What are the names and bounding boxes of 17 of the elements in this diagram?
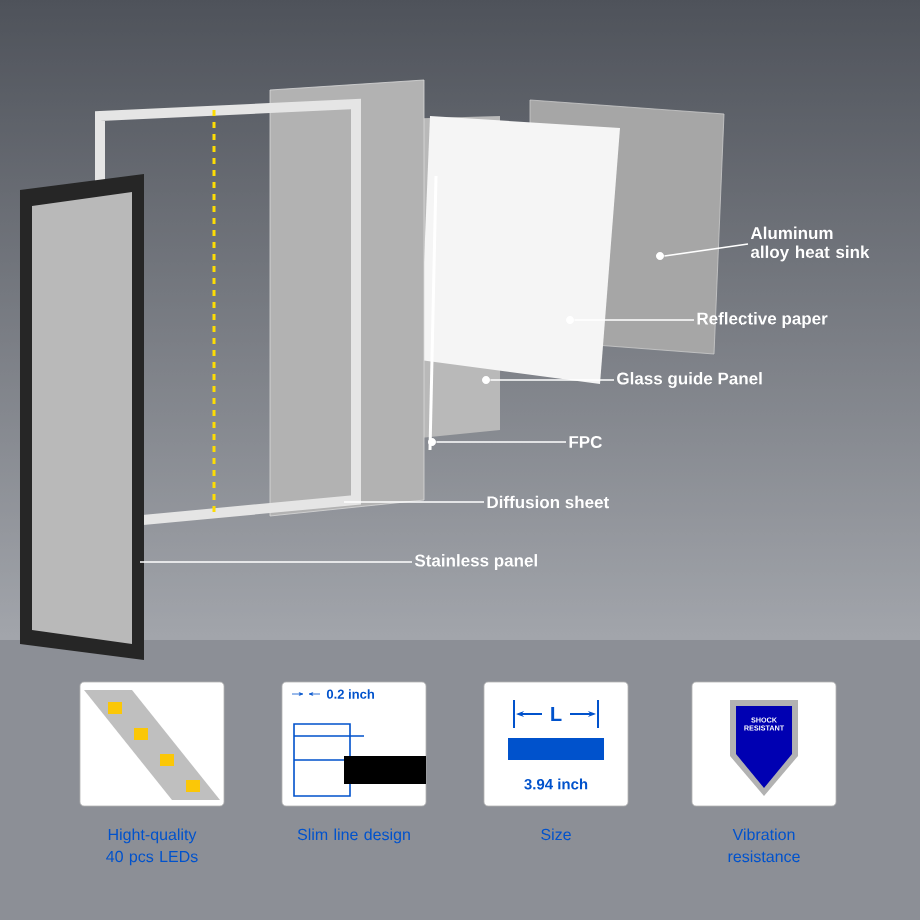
feature-label: Slim line design xyxy=(297,828,410,844)
part-label: Glass guide Panel xyxy=(617,372,762,388)
led-strip-picture xyxy=(79,681,225,807)
part-label: Diffusion sheet xyxy=(487,495,609,509)
leader-line xyxy=(343,501,485,503)
feature-label: Vibration resistance xyxy=(728,828,800,863)
leader-line xyxy=(435,441,567,443)
part-label: Aluminum alloy heat sink xyxy=(750,226,870,262)
part-label: Stainless panel xyxy=(414,554,537,570)
feature-label: Hight-quality 40 pcs LEDs xyxy=(106,828,198,866)
leader-line xyxy=(139,561,413,563)
leader-line xyxy=(663,243,749,257)
part-label: FPC xyxy=(569,436,602,448)
leader-line xyxy=(489,379,615,381)
feature-label: Size xyxy=(541,828,571,841)
part-label: Reflective paper xyxy=(697,312,828,328)
leader-line xyxy=(573,319,695,321)
